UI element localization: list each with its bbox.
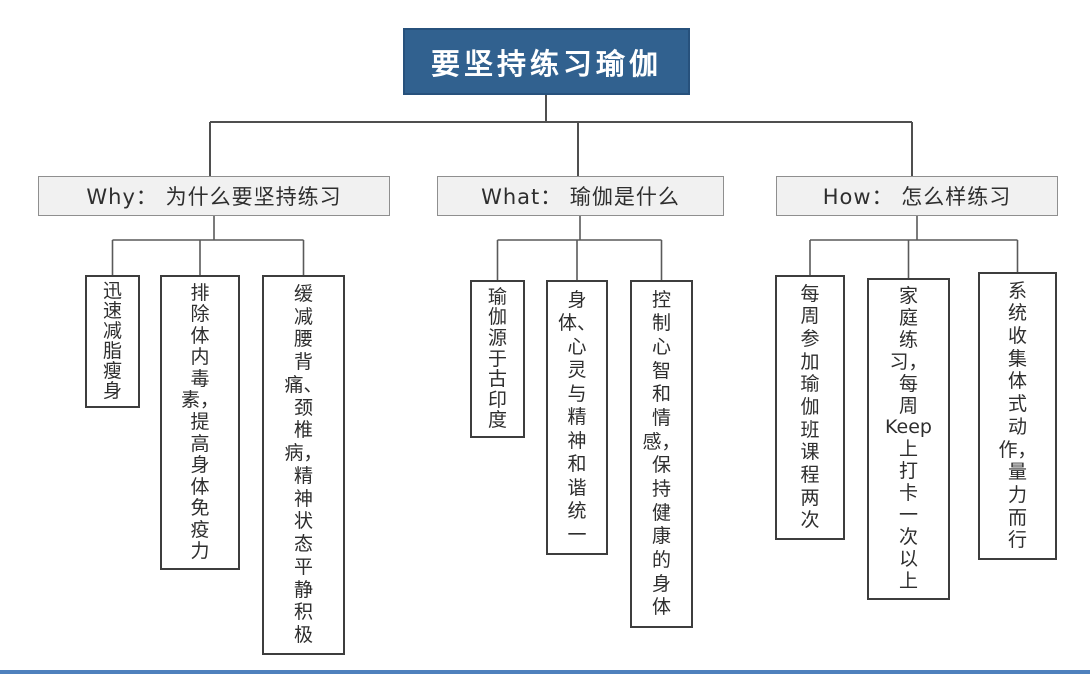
root-node-title[interactable]: 要坚持练习瑜伽 [403, 28, 690, 95]
branch-node-how[interactable]: How： 怎么样练习 [776, 176, 1058, 216]
leaf-node-how-3[interactable]: 系统收集体式动作，量力而行 [978, 272, 1057, 560]
branch-why-label: Why： 为什么要坚持练习 [86, 185, 342, 209]
leaf-node-what-2[interactable]: 身体、心灵与精神和谐统一 [546, 280, 608, 555]
leaf-node-how-1[interactable]: 每周参加瑜伽班课程两次 [775, 275, 845, 540]
bottom-accent-bar [0, 670, 1090, 674]
branch-what-label: What： 瑜伽是什么 [481, 185, 680, 209]
branch-node-what[interactable]: What： 瑜伽是什么 [437, 176, 724, 216]
leaf-node-why-3[interactable]: 缓减腰背痛、颈椎病，精神状态平静积极 [262, 275, 345, 655]
branch-node-why[interactable]: Why： 为什么要坚持练习 [38, 176, 390, 216]
leaf-node-why-1[interactable]: 迅速减脂瘦身 [85, 275, 140, 408]
leaf-node-what-3[interactable]: 控制心智和情感，保持健康的身体 [630, 280, 693, 628]
leaf-node-why-2[interactable]: 排除体内毒素，提高身体免疫力 [160, 275, 240, 570]
root-node-label: 要坚持练习瑜伽 [430, 46, 662, 81]
leaf-node-what-1[interactable]: 瑜伽源于古印度 [470, 280, 525, 438]
branch-how-label: How： 怎么样练习 [822, 185, 1012, 209]
